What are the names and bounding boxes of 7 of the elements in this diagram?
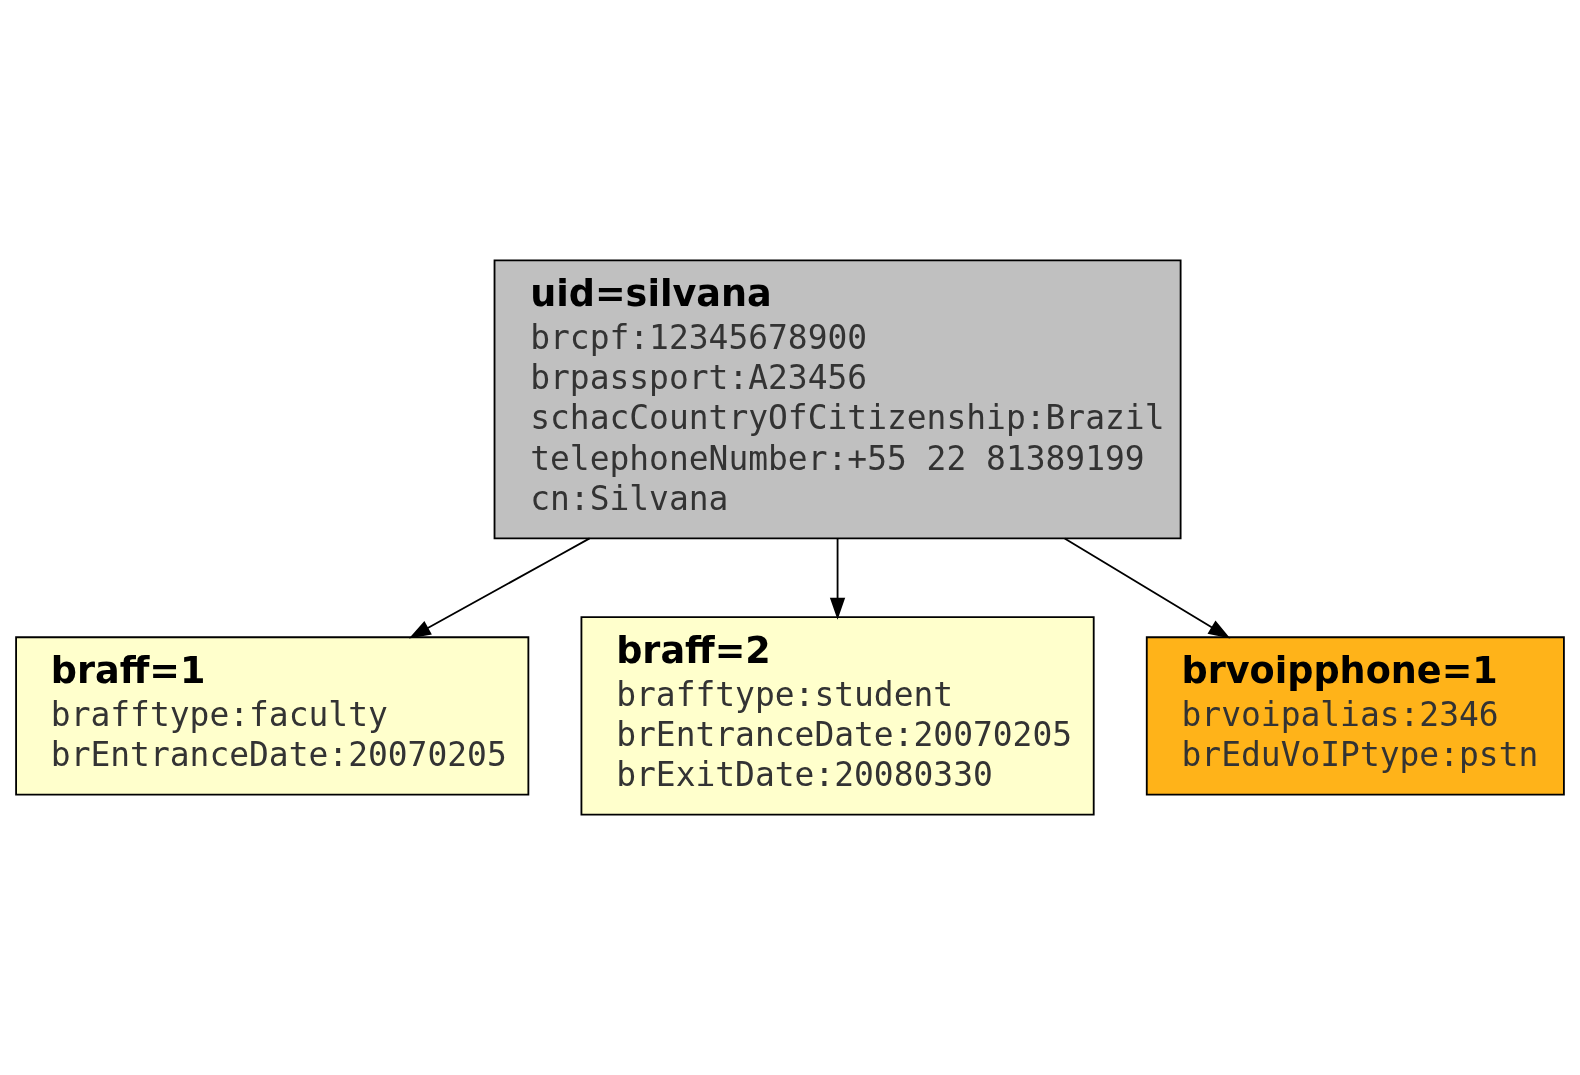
node-box: brvoipphone=1 brvoipalias:2346 brEduVoIPtype:pstn xyxy=(1145,636,1565,796)
node-box: uid=silvana brcpf:12345678900 brpassport:A23456 schacCountryOfCitizenship:Brazil telephoneNumber:+55 22 81389199 cn:Silvana xyxy=(493,259,1182,540)
arrow xyxy=(408,537,591,639)
node-box: braff=1 brafftype:faculty brEntranceDate:20070205 xyxy=(15,636,530,796)
arrow xyxy=(1063,537,1231,639)
arrow xyxy=(829,537,846,620)
node-box: braff=2 brafftype:student brEntranceDate:20070205 brExitDate:20080330 xyxy=(580,616,1095,816)
